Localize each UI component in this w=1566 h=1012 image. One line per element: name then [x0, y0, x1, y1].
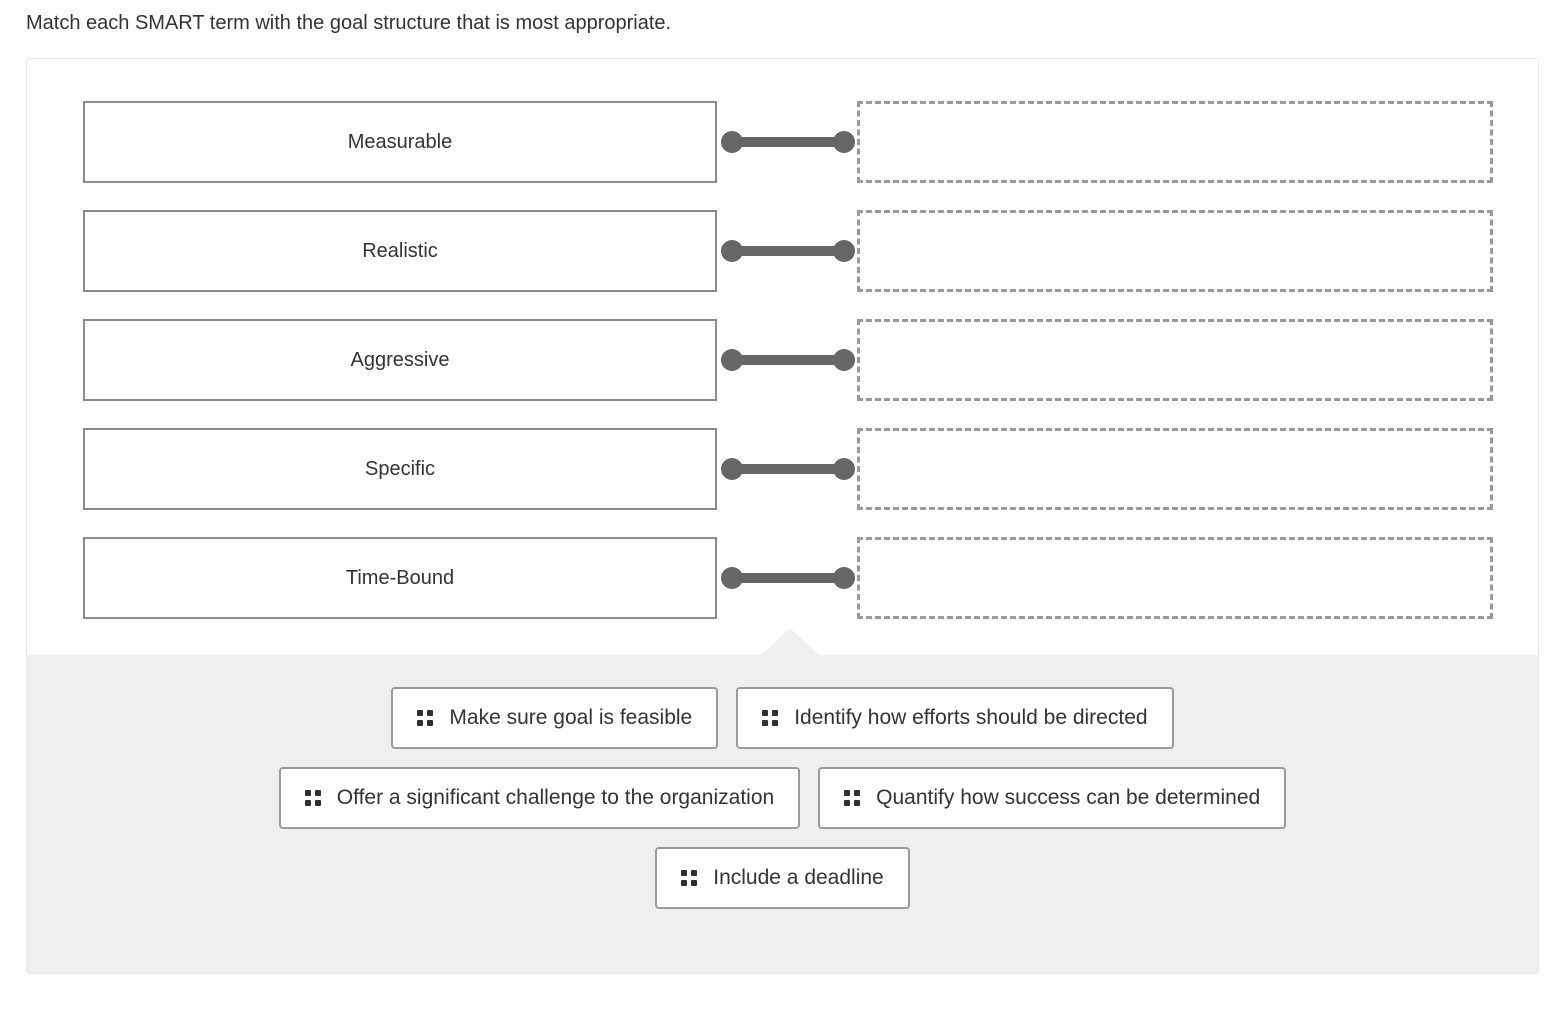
tray-notch-arrow-icon [760, 628, 820, 656]
drag-handle-icon[interactable] [681, 870, 698, 886]
answer-chip-label: Make sure goal is feasible [449, 706, 693, 729]
term-label: Measurable [347, 130, 453, 153]
connector-knob-right [833, 458, 855, 480]
drop-zone-specific[interactable] [857, 428, 1493, 510]
drag-handle-icon[interactable] [844, 790, 861, 806]
drag-handle-icon[interactable] [762, 710, 779, 726]
term-label: Time-Bound [345, 566, 455, 589]
drag-handle-icon[interactable] [417, 710, 434, 726]
dumbbell-connector-icon [721, 240, 855, 262]
answer-bank-row: Offer a significant challenge to the org… [27, 767, 1538, 829]
connector-knob-right [833, 240, 855, 262]
term-box-realistic[interactable]: Realistic [83, 210, 717, 292]
answer-chip-make-sure-goal-is-feasible[interactable]: Make sure goal is feasible [391, 687, 719, 749]
connector-bar [729, 464, 847, 474]
dumbbell-connector-icon [721, 349, 855, 371]
drop-zone-measurable[interactable] [857, 101, 1493, 183]
answer-chip-quantify-how-success-can-be-determined[interactable]: Quantify how success can be determined [818, 767, 1287, 829]
connector-knob-right [833, 567, 855, 589]
answer-chip-label: Quantify how success can be determined [876, 786, 1261, 809]
answer-chip-include-a-deadline[interactable]: Include a deadline [655, 847, 910, 909]
answer-bank-tray: Make sure goal is feasible Identify how … [27, 655, 1538, 973]
term-box-specific[interactable]: Specific [83, 428, 717, 510]
answer-bank-row: Include a deadline [27, 847, 1538, 909]
connector-knob-right [833, 349, 855, 371]
answer-bank-row: Make sure goal is feasible Identify how … [27, 687, 1538, 749]
match-row: Measurable [27, 101, 1538, 183]
term-label: Aggressive [350, 348, 450, 371]
dumbbell-connector-icon [721, 458, 855, 480]
drop-zone-realistic[interactable] [857, 210, 1493, 292]
answer-chip-label: Include a deadline [713, 866, 884, 889]
connector-knob-right [833, 131, 855, 153]
dumbbell-connector-icon [721, 131, 855, 153]
connector-bar [729, 355, 847, 365]
drop-zone-time-bound[interactable] [857, 537, 1493, 619]
answer-chip-identify-how-efforts-should-be-directed[interactable]: Identify how efforts should be directed [736, 687, 1174, 749]
dumbbell-connector-icon [721, 567, 855, 589]
drag-handle-icon[interactable] [304, 790, 321, 806]
match-row: Aggressive [27, 319, 1538, 401]
match-area: Measurable Realistic Aggressive [27, 59, 1538, 655]
answer-chip-label: Identify how efforts should be directed [794, 706, 1148, 729]
match-row: Time-Bound [27, 537, 1538, 619]
answer-chip-label: Offer a significant challenge to the org… [336, 786, 775, 809]
term-box-time-bound[interactable]: Time-Bound [83, 537, 717, 619]
term-label: Specific [364, 457, 436, 480]
connector-bar [729, 573, 847, 583]
match-row: Realistic [27, 210, 1538, 292]
drop-zone-aggressive[interactable] [857, 319, 1493, 401]
match-row: Specific [27, 428, 1538, 510]
term-label: Realistic [362, 239, 438, 262]
connector-bar [729, 137, 847, 147]
page-title: Match each SMART term with the goal stru… [26, 12, 672, 34]
term-box-aggressive[interactable]: Aggressive [83, 319, 717, 401]
answer-chip-offer-a-significant-challenge-to-the-organization[interactable]: Offer a significant challenge to the org… [278, 767, 801, 829]
matching-exercise-panel: Measurable Realistic Aggressive [26, 58, 1539, 974]
connector-bar [729, 246, 847, 256]
term-box-measurable[interactable]: Measurable [83, 101, 717, 183]
